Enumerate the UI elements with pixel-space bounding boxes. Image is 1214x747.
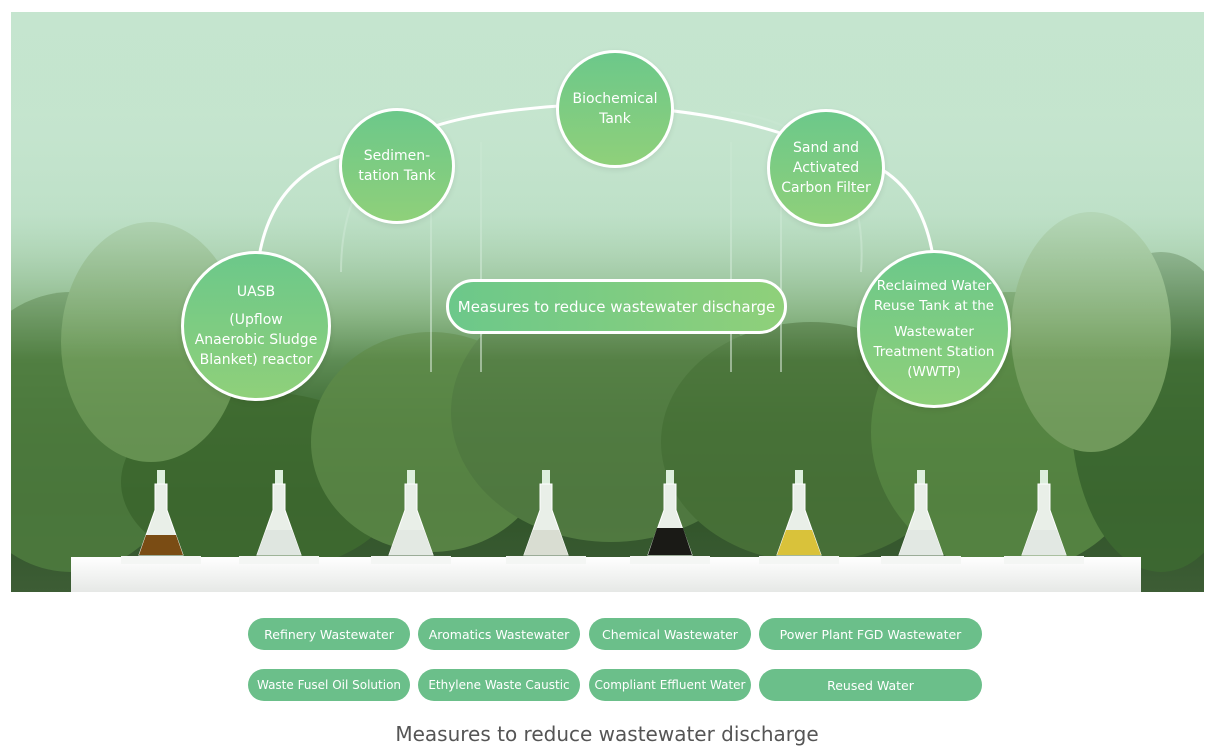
tag-chemical-wastewater: Chemical Wastewater: [589, 618, 751, 650]
circle-uasb-detail: (Upflow Anaerobic Sludge Blanket) reacto…: [194, 312, 318, 368]
tag-power-plant-fgd-wastewater: Power Plant FGD Wastewater: [759, 618, 982, 650]
center-label-pill: Measures to reduce wastewater discharge: [446, 279, 787, 334]
circle-reclaimed-line2: Wastewater Treatment Station (WWTP): [873, 324, 995, 380]
hero-photo: UASB (Upflow Anaerobic Sludge Blanket) r…: [11, 12, 1204, 592]
circle-sedimentation-label: Sedimen-tation Tank: [358, 148, 436, 184]
tag-compliant-effluent-water: Compliant Effluent Water: [589, 669, 751, 701]
tag-refinery-wastewater: Refinery Wastewater: [248, 618, 410, 650]
circle-uasb: UASB (Upflow Anaerobic Sludge Blanket) r…: [181, 251, 331, 401]
tag-aromatics-wastewater: Aromatics Wastewater: [418, 618, 580, 650]
circle-biochemical-tank: Biochemical Tank: [556, 50, 674, 168]
circle-uasb-title: UASB: [236, 284, 276, 300]
circle-filter-label: Sand and Activated Carbon Filter: [781, 140, 871, 196]
circle-biochemical-label: Biochemical Tank: [572, 91, 658, 127]
figure-caption: Measures to reduce wastewater discharge: [395, 722, 819, 746]
tag-reused-water: Reused Water: [759, 669, 982, 701]
circle-reclaimed-water-tank: Reclaimed Water Reuse Tank at the Wastew…: [857, 250, 1011, 408]
tag-waste-fusel-oil: Waste Fusel Oil Solution: [248, 669, 410, 701]
circle-reclaimed-line1: Reclaimed Water Reuse Tank at the: [873, 278, 995, 314]
circle-sedimentation-tank: Sedimen-tation Tank: [339, 108, 455, 224]
tag-ethylene-waste-caustic: Ethylene Waste Caustic: [418, 669, 580, 701]
sample-flasks: [121, 470, 1084, 564]
circle-sand-carbon-filter: Sand and Activated Carbon Filter: [767, 109, 885, 227]
